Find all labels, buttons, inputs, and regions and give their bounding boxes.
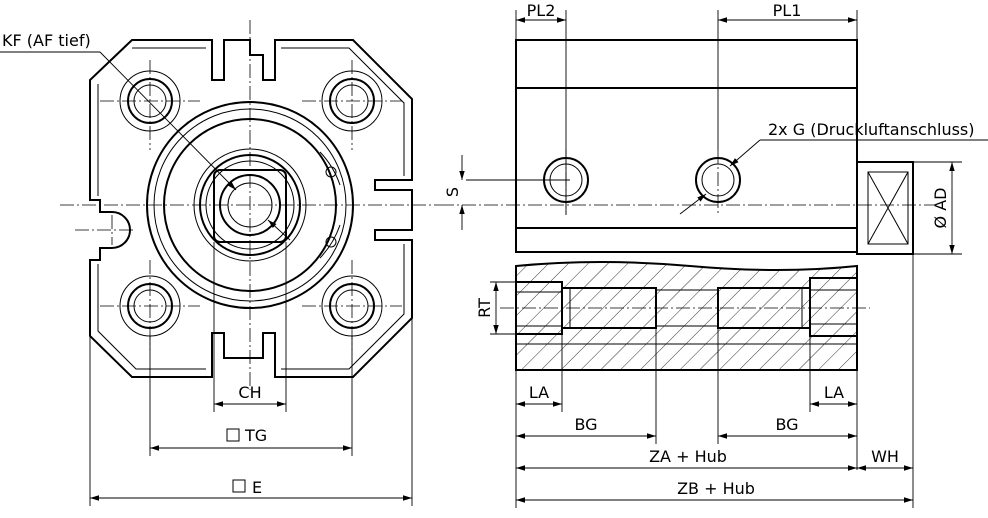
retaining-ring bbox=[319, 151, 341, 259]
side-view: PL2 PL1 2x G (Druckluftanschluss) S Ø AD… bbox=[440, 1, 988, 508]
front-body-outline bbox=[89, 39, 413, 378]
piston-rod-end bbox=[856, 161, 914, 255]
tg-label: TG bbox=[244, 426, 267, 445]
square-symbol-icon bbox=[232, 479, 246, 493]
wh-label: WH bbox=[871, 447, 899, 466]
bg-right-label: BG bbox=[775, 415, 798, 434]
la-left-label: LA bbox=[529, 383, 549, 402]
la-right-label: LA bbox=[824, 383, 844, 402]
pl2-label: PL2 bbox=[527, 1, 556, 20]
rt-label: RT bbox=[475, 298, 494, 318]
bg-left-label: BG bbox=[574, 415, 597, 434]
side-section-hatched bbox=[515, 261, 858, 371]
retaining-ring-eye-bottom bbox=[325, 236, 337, 248]
pl1-label: PL1 bbox=[773, 1, 802, 20]
kf-label: KF (AF tief) bbox=[2, 31, 91, 50]
front-body-chamfer-inner bbox=[97, 47, 405, 370]
s-label: S bbox=[443, 187, 462, 197]
square-symbol-icon bbox=[226, 428, 240, 442]
side-body-top bbox=[515, 39, 858, 89]
za-label: ZA + Hub bbox=[649, 447, 727, 466]
zb-label: ZB + Hub bbox=[677, 479, 755, 498]
front-view: KF (AF tief) CH TG E bbox=[0, 20, 440, 506]
g-label: 2x G (Druckluftanschluss) bbox=[768, 120, 975, 139]
ch-label: CH bbox=[238, 383, 261, 402]
e-label: E bbox=[252, 478, 262, 497]
ad-label: Ø AD bbox=[931, 188, 950, 229]
